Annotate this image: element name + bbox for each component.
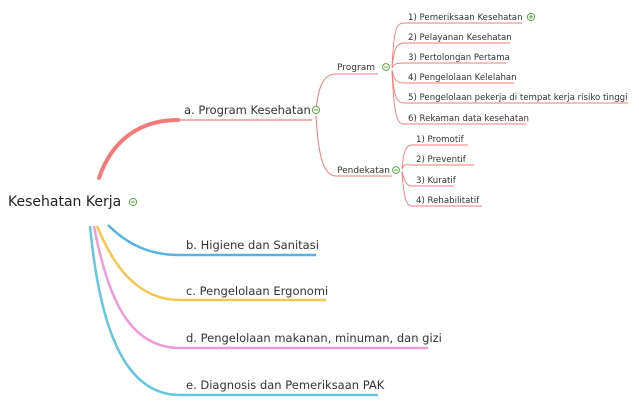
leaf-kuratif[interactable]: 3) Kuratif <box>416 176 457 186</box>
leaf-pelayanan-kesehatan[interactable]: 2) Pelayanan Kesehatan <box>408 33 512 43</box>
leaf-pertolongan-pertama[interactable]: 3) Pertolongan Pertama <box>408 53 510 63</box>
leaf-rekaman-data[interactable]: 6) Rekaman data kesehatan <box>408 114 529 124</box>
pendekatan-leaf-connectors <box>401 144 482 207</box>
root-connector-pak <box>88 225 378 397</box>
pemeriksaan-kesehatan-expand-icon[interactable] <box>526 12 536 22</box>
branch-label-makanan[interactable]: d. Pengelolaan makanan, minuman, dan giz… <box>186 331 442 345</box>
leaf-pengelolaan-kelelahan[interactable]: 4) Pengelolaan Kelelahan <box>408 73 517 83</box>
root-label[interactable]: Kesehatan Kerja <box>8 194 121 210</box>
branch-label-higiene[interactable]: b. Higiene dan Sanitasi <box>186 238 319 252</box>
root-connector-makanan <box>92 225 428 350</box>
leaf-preventif[interactable]: 2) Preventif <box>416 155 467 165</box>
branch-label-program-kesehatan[interactable]: a. Program Kesehatan <box>184 103 311 117</box>
leaf-pemeriksaan-kesehatan[interactable]: 1) Pemeriksaan Kesehatan <box>408 13 523 23</box>
root-connector-higiene <box>107 224 316 257</box>
root-connector-ergonomi <box>95 225 326 302</box>
program-kesehatan-collapse-icon[interactable] <box>311 105 321 115</box>
branch-label-pak[interactable]: e. Diagnosis dan Pemeriksaan PAK <box>186 378 385 392</box>
leaf-promotif[interactable]: 1) Promotif <box>416 135 465 145</box>
connector-program <box>315 73 378 111</box>
root-connector-program-kesehatan <box>97 118 180 180</box>
root-collapse-icon[interactable] <box>128 197 138 207</box>
program-collapse-icon[interactable] <box>382 63 390 71</box>
pendekatan-collapse-icon[interactable] <box>392 166 400 174</box>
leaf-rehabilitatif[interactable]: 4) Rehabilitatif <box>416 196 480 206</box>
sub-label-program[interactable]: Program <box>337 63 375 73</box>
leaf-pengelolaan-pekerja[interactable]: 5) Pengelolaan pekerja di tempat kerja r… <box>408 93 628 103</box>
sub-label-pendekatan[interactable]: Pendekatan <box>337 166 390 176</box>
program-leaf-connectors <box>391 22 628 125</box>
connector-pendekatan <box>315 115 392 177</box>
branch-label-ergonomi[interactable]: c. Pengelolaan Ergonomi <box>186 284 328 298</box>
